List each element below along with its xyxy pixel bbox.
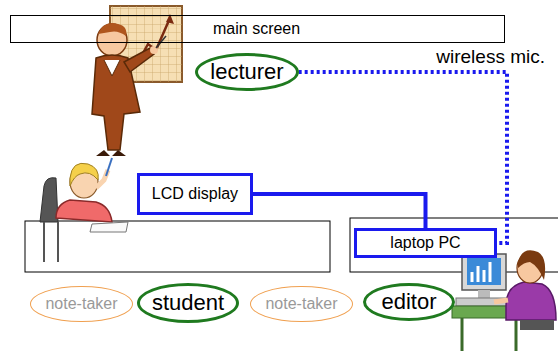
edge-label: wireless mic.: [434, 46, 547, 68]
screen-box: main screen: [10, 15, 505, 43]
node-label: lecturer: [210, 61, 283, 83]
node-label: main screen: [213, 21, 300, 37]
role-ellipse: lecturer: [195, 53, 298, 91]
node-label: student: [152, 292, 224, 314]
student-desk: [25, 221, 330, 272]
node-label: laptop PC: [390, 235, 460, 251]
node-label: LCD display: [152, 186, 238, 202]
device-box: LCD display: [137, 173, 253, 215]
editor-figure: [452, 250, 556, 351]
role-ellipse: editor: [363, 283, 455, 321]
wireless-link: [299, 72, 507, 243]
node-label: note-taker: [45, 296, 117, 312]
node-label: editor: [381, 291, 436, 313]
lecturer-figure: [92, 23, 166, 156]
device-box: laptop PC: [354, 228, 497, 258]
node-label: note-taker: [265, 296, 337, 312]
role-ellipse: student: [137, 283, 239, 323]
role-ellipse: note-taker: [30, 286, 132, 322]
role-ellipse: note-taker: [250, 286, 352, 322]
student-figure: [40, 158, 128, 262]
cable-link: [253, 194, 426, 228]
